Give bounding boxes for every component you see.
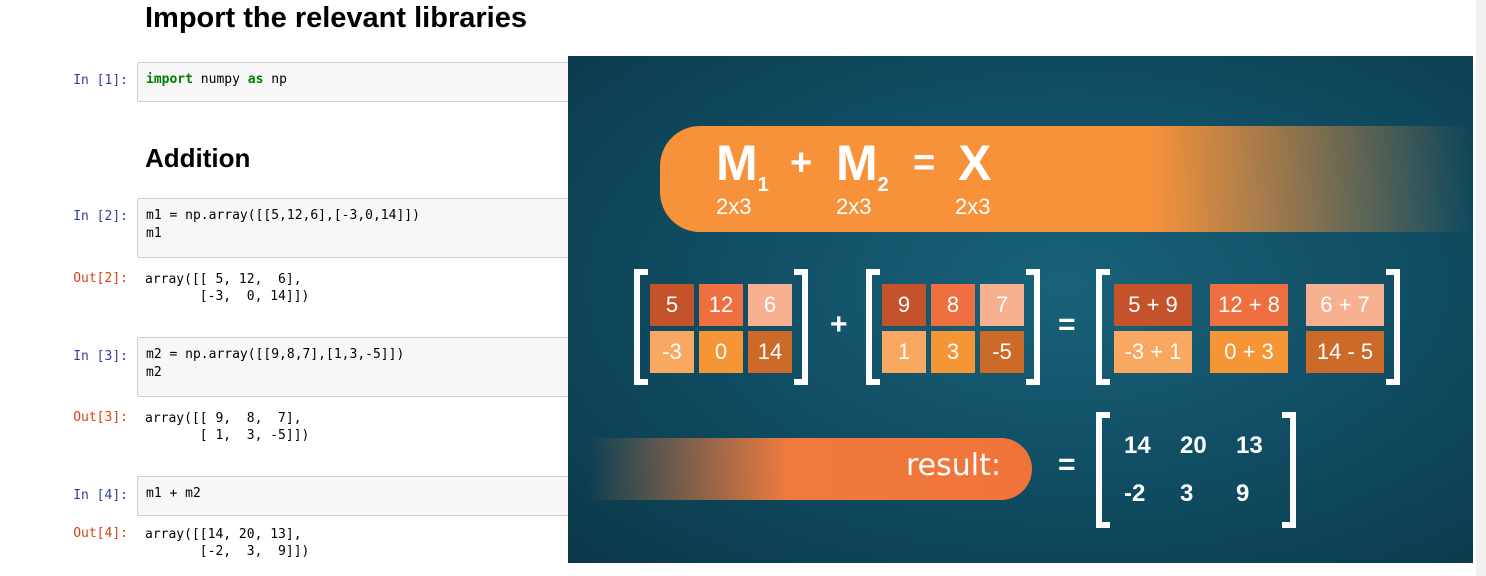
matrix-cell: -3 (650, 331, 694, 373)
bracket-right (1282, 412, 1296, 528)
in-prompt-4: In [4]: (73, 488, 128, 503)
formula-plus: + (790, 142, 813, 184)
matrix-cell: 12 (699, 284, 743, 326)
matrix-cell: 12 + 8 (1210, 284, 1288, 326)
result-value: 14 (1124, 432, 1151, 459)
bracket-left (1096, 412, 1110, 528)
result-value: -2 (1124, 480, 1146, 507)
heading-addition: Addition (145, 143, 251, 173)
heading-import: Import the relevant libraries (145, 2, 527, 34)
matrix-cell: 7 (980, 284, 1024, 326)
formula-equals: = (913, 142, 936, 184)
matrix-cell: 6 (748, 284, 792, 326)
matrix-cell: 6 + 7 (1306, 284, 1384, 326)
matrix-cell: 5 (650, 284, 694, 326)
formula-m2: M2 (836, 135, 889, 196)
dim-label-3: 2x3 (955, 194, 991, 219)
out-prompt-2: Out[2]: (73, 271, 128, 286)
output-3: array([[ 9, 8, 7], [ 1, 3, -5]]) (145, 411, 310, 443)
output-4: array([[14, 20, 13], [-2, 3, 9]]) (145, 527, 310, 559)
out-prompt-3: Out[3]: (73, 410, 128, 425)
matrix-cell: 14 - 5 (1306, 331, 1384, 373)
output-2: array([[ 5, 12, 6], [-3, 0, 14]]) (145, 272, 310, 304)
in-prompt-2: In [2]: (73, 209, 128, 224)
out-prompt-4: Out[4]: (73, 526, 128, 541)
matrix-cell: 0 + 3 (1210, 331, 1288, 373)
in-prompt-3: In [3]: (73, 349, 128, 364)
in-prompt-1: In [1]: (73, 73, 128, 88)
matrix-cell: 1 (882, 331, 926, 373)
matrix-cell: -3 + 1 (1114, 331, 1192, 373)
plus-sign: + (830, 308, 848, 341)
matrix-cell: 8 (931, 284, 975, 326)
code-cell-4[interactable]: m1 + m2 (137, 476, 597, 516)
dim-label-1: 2x3 (716, 194, 752, 219)
bracket-right (1386, 269, 1400, 385)
result-value: 3 (1180, 480, 1194, 507)
result-label: result: (906, 448, 1001, 483)
matrix-cell: 0 (699, 331, 743, 373)
dim-label-2: 2x3 (836, 194, 872, 219)
matrix-cell: 14 (748, 331, 792, 373)
code-cell-2[interactable]: m1 = np.array([[5,12,6],[-3,0,14]]) m1 (137, 198, 597, 258)
code-cell-1[interactable]: import numpy as np (137, 62, 597, 102)
matrix-cell: 9 (882, 284, 926, 326)
code-cell-3[interactable]: m2 = np.array([[9,8,7],[1,3,-5]]) m2 (137, 337, 597, 397)
result-value: 13 (1236, 432, 1263, 459)
matrix-cell: -5 (980, 331, 1024, 373)
bracket-right (794, 269, 808, 385)
formula-banner (660, 126, 1473, 232)
bracket-left (866, 269, 880, 385)
result-value: 9 (1236, 480, 1250, 507)
formula-m1: M1 (716, 135, 769, 196)
scrollbar[interactable] (1476, 0, 1486, 576)
result-value: 20 (1180, 432, 1207, 459)
sum-grid: 5 + 9 12 + 8 6 + 7 -3 + 1 0 + 3 14 - 5 (1114, 284, 1384, 373)
equals-sign: = (1058, 308, 1076, 341)
bracket-right (1026, 269, 1040, 385)
bracket-left (634, 269, 648, 385)
formula-x: X (958, 135, 992, 191)
matrix-cell: 3 (931, 331, 975, 373)
bracket-left (1096, 269, 1110, 385)
equals-sign: = (1058, 448, 1076, 481)
matrix-cell: 5 + 9 (1114, 284, 1192, 326)
result-banner (588, 438, 1032, 500)
